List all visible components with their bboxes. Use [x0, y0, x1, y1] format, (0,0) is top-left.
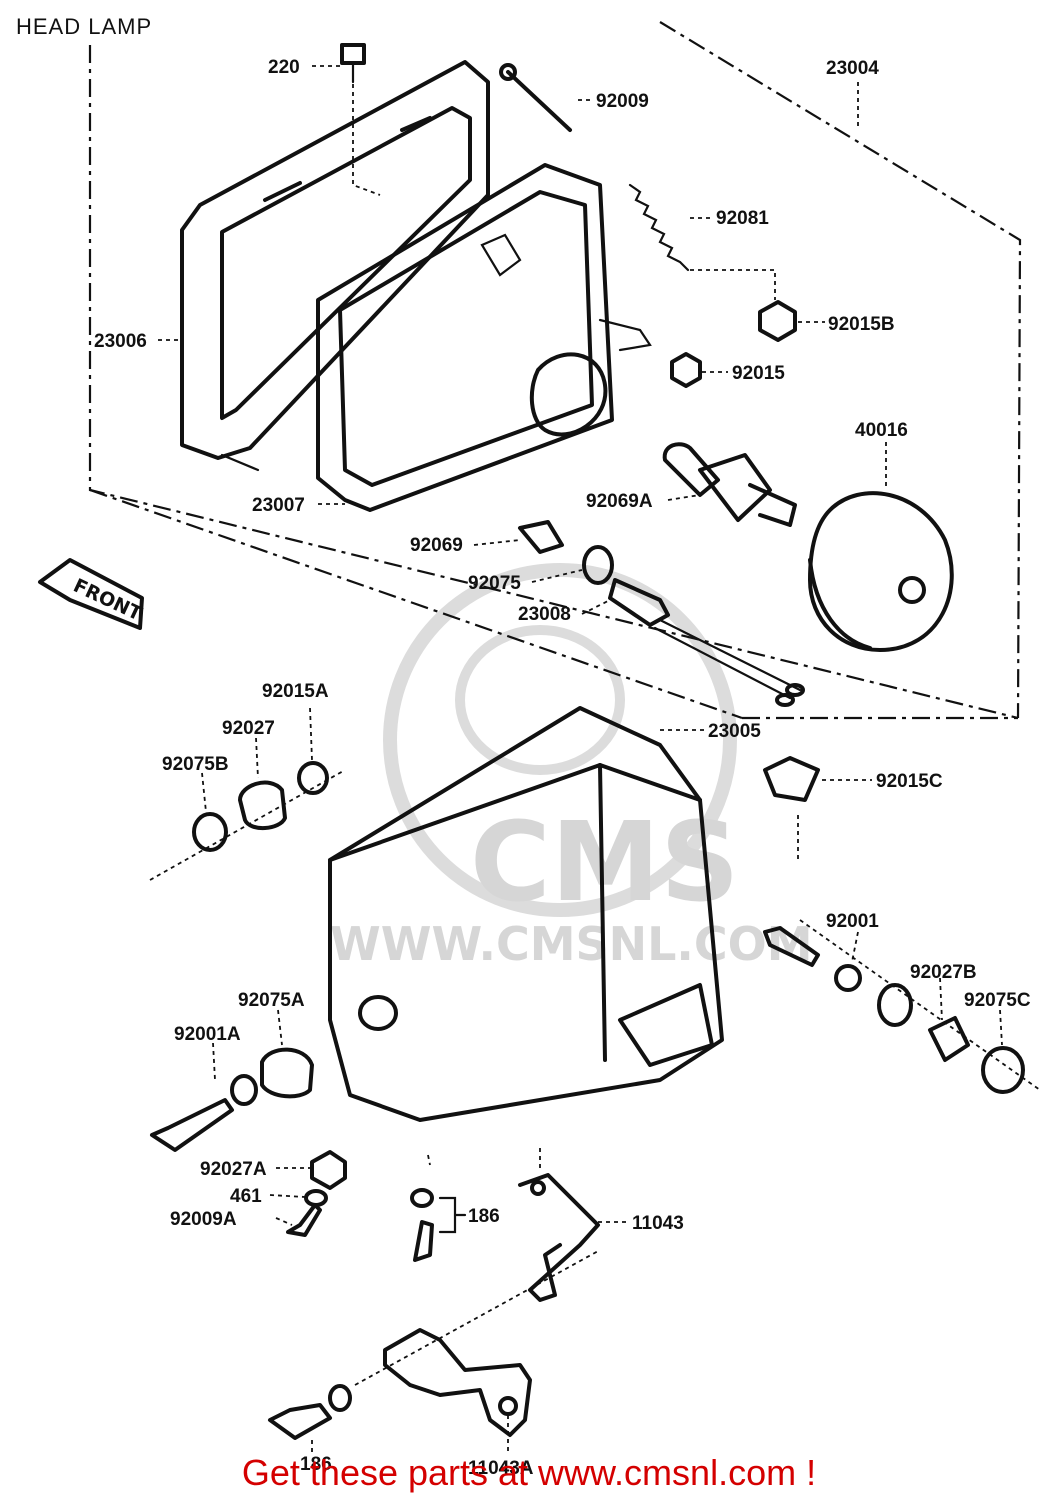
socket-23008-part: [608, 578, 805, 707]
dust-cover-part: [808, 491, 954, 652]
callout-92009a: 92009A: [170, 1209, 237, 1230]
callout-40016: 40016: [855, 420, 908, 441]
callout-92075c: 92075C: [964, 990, 1031, 1011]
bolt-92009a-part: [286, 1203, 322, 1237]
callout-11043a: 11043A: [468, 1458, 534, 1479]
callout-92009: 92009: [596, 91, 649, 112]
callout-92069: 92069: [410, 535, 463, 556]
damper-92075a-part: [260, 1047, 314, 1099]
footer-link-text: Get these parts at www.cmsnl.com !: [241, 1452, 817, 1493]
spacer-92075a-right-part: [928, 1016, 970, 1062]
bolt-92001a-part: [150, 1098, 234, 1152]
right-mount-leader: [799, 919, 1041, 1091]
position-bulb-part: [518, 520, 564, 554]
callout-23007: 23007: [252, 495, 305, 516]
nut-92015b-part: [758, 300, 797, 342]
callout-23008: 23008: [518, 604, 571, 625]
nut-92015-part: [670, 352, 702, 388]
callout-92015a: 92015A: [262, 681, 329, 702]
callout-23005: 23005: [708, 721, 761, 742]
bulb-92069a-part: [662, 442, 797, 527]
damper-92027-part: [238, 780, 287, 830]
headlamp-rim-part: [180, 60, 490, 472]
callout-92015c: 92015C: [876, 771, 943, 792]
callout-23004: 23004: [826, 58, 879, 79]
headlamp-housing-part: [328, 706, 724, 1122]
callout-220: 220: [268, 57, 300, 78]
callout-92075: 92075: [468, 573, 521, 594]
callout-92027a: 92027A: [200, 1159, 267, 1180]
callout-23006: 23006: [94, 331, 147, 352]
callout-186-upper: 186: [468, 1206, 500, 1227]
callout-92075b: 92075B: [162, 754, 229, 775]
spring-92081-part: [628, 183, 776, 300]
callout-186-lower: 186: [300, 1454, 332, 1475]
callout-92015b: 92015B: [828, 314, 895, 335]
callout-92015: 92015: [732, 363, 785, 384]
callout-labels: 220 92009 23004 92081 92015B 23006 92015…: [94, 57, 1031, 1479]
bracket-11043a-part: [354, 1249, 601, 1437]
callout-92027: 92027: [222, 718, 275, 739]
grommet-92075c-part: [981, 1046, 1025, 1094]
grommet-92075-part: [582, 545, 614, 585]
callout-11043: 11043: [632, 1213, 684, 1234]
washer-92001a-part: [230, 1074, 258, 1106]
bolt-186-upper-part: [410, 1188, 434, 1262]
diagram-title: HEAD LAMP: [16, 14, 153, 39]
collar-92015a-part: [297, 761, 329, 795]
bracket-11043-part: [427, 1148, 600, 1302]
callout-92075a-top: 92075A: [238, 990, 305, 1011]
left-mount-leader: [149, 769, 346, 881]
screw-220-part: [340, 43, 381, 196]
front-direction-marker: FRONT: [38, 558, 145, 630]
clip-92015c-part: [763, 756, 820, 862]
bolt-186-lower-part: [268, 1384, 352, 1440]
watermark: CMS WWW.CMSNL.COM: [330, 563, 813, 971]
headlamp-unit-part: [316, 163, 652, 512]
callout-92027b: 92027B: [910, 962, 977, 983]
assembly-boundary: [88, 21, 1022, 720]
callout-92069a: 92069A: [586, 491, 653, 512]
watermark-logo: CMS: [470, 798, 739, 926]
bolt-92001-part: [763, 926, 862, 992]
front-label: FRONT: [70, 575, 145, 626]
callout-461: 461: [230, 1186, 262, 1207]
callout-92081: 92081: [716, 208, 769, 229]
watermark-url: WWW.CMSNL.COM: [330, 917, 813, 971]
washer-92027b-part: [877, 983, 913, 1027]
callout-92001a: 92001A: [174, 1024, 241, 1045]
screw-92009-part: [499, 63, 572, 132]
callout-92001: 92001: [826, 911, 879, 932]
nut-92027a-part: [310, 1150, 347, 1190]
washer-92075b-part: [192, 812, 228, 852]
washer-461-part: [304, 1189, 328, 1207]
callout-leaders: [158, 65, 1003, 1455]
